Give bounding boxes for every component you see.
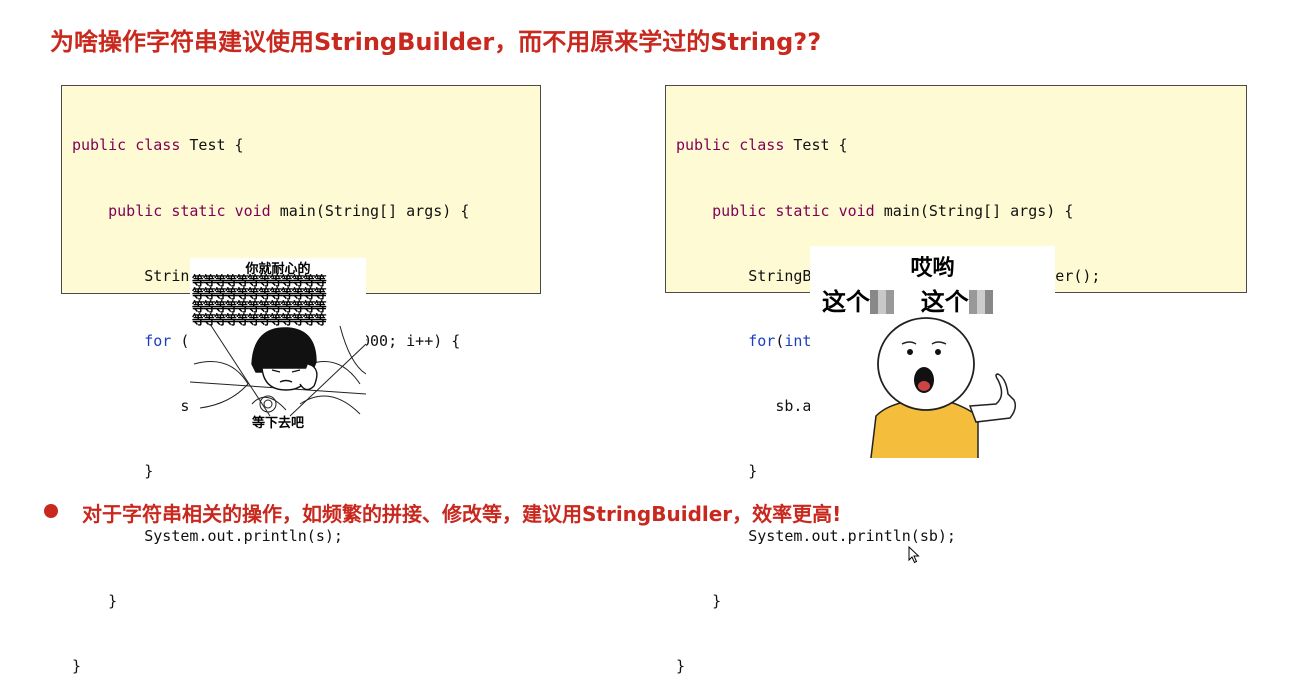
summary-text: 对于字符串相关的操作，如频繁的拼接、修改等，建议用StringBuidler，效… [82, 502, 842, 526]
keyword: class [739, 136, 785, 155]
meme-text-line2: 这个 这个 [822, 282, 993, 317]
meme-bottom-text: 等下去吧 [251, 416, 304, 430]
keyword: int [784, 331, 812, 350]
keyword: public [712, 201, 767, 220]
meme-waiting: 你就耐心的 等等等等等等等等等等等等 等等等等等等等等等等等等 等等等等等等等等… [190, 258, 366, 430]
mosaic-blur [870, 290, 894, 314]
thumbs-up-face-illustration [870, 317, 1017, 458]
slide-title: 为啥操作字符串建议使用StringBuilder，而不用原来学过的String?… [50, 28, 822, 56]
code-line: } [72, 592, 118, 611]
meme-thumbs-up: 哎哟 这个 这个 [810, 246, 1055, 458]
code-line: } [676, 592, 722, 611]
code-line: public class Test { [676, 136, 848, 155]
meme-top-text: 你就耐心的 [245, 262, 311, 277]
meme-text-line1: 哎哟 [910, 256, 955, 281]
code-line: System.out.println(s); [72, 526, 343, 545]
keyword: class [135, 136, 181, 155]
code-line: } [72, 657, 82, 676]
mosaic-blur [968, 290, 993, 314]
code-line: } [72, 461, 154, 480]
code-line: } [676, 461, 758, 480]
keyword: for [748, 331, 776, 350]
code-line: public static void main(String[] args) { [712, 201, 1074, 220]
keyword: void [234, 201, 271, 220]
code-line: public class Test { [72, 136, 244, 155]
keyword: static [775, 201, 830, 220]
mouse-cursor-icon [908, 546, 920, 564]
keyword: public [108, 201, 163, 220]
spiderweb-face-illustration [190, 324, 366, 417]
code-line: System.out.println(sb); [676, 526, 956, 545]
bullet-dot [44, 504, 58, 518]
code-line: } [676, 657, 686, 676]
keyword: for [144, 331, 172, 350]
code-line: public static void main(String[] args) { [108, 201, 470, 220]
keyword: public [676, 136, 731, 155]
keyword: static [171, 201, 226, 220]
meme-repeated-text: 等等等等等等等等等等等等 等等等等等等等等等等等等 等等等等等等等等等等等等 等… [192, 274, 327, 326]
keyword: void [838, 201, 875, 220]
keyword: public [72, 136, 127, 155]
